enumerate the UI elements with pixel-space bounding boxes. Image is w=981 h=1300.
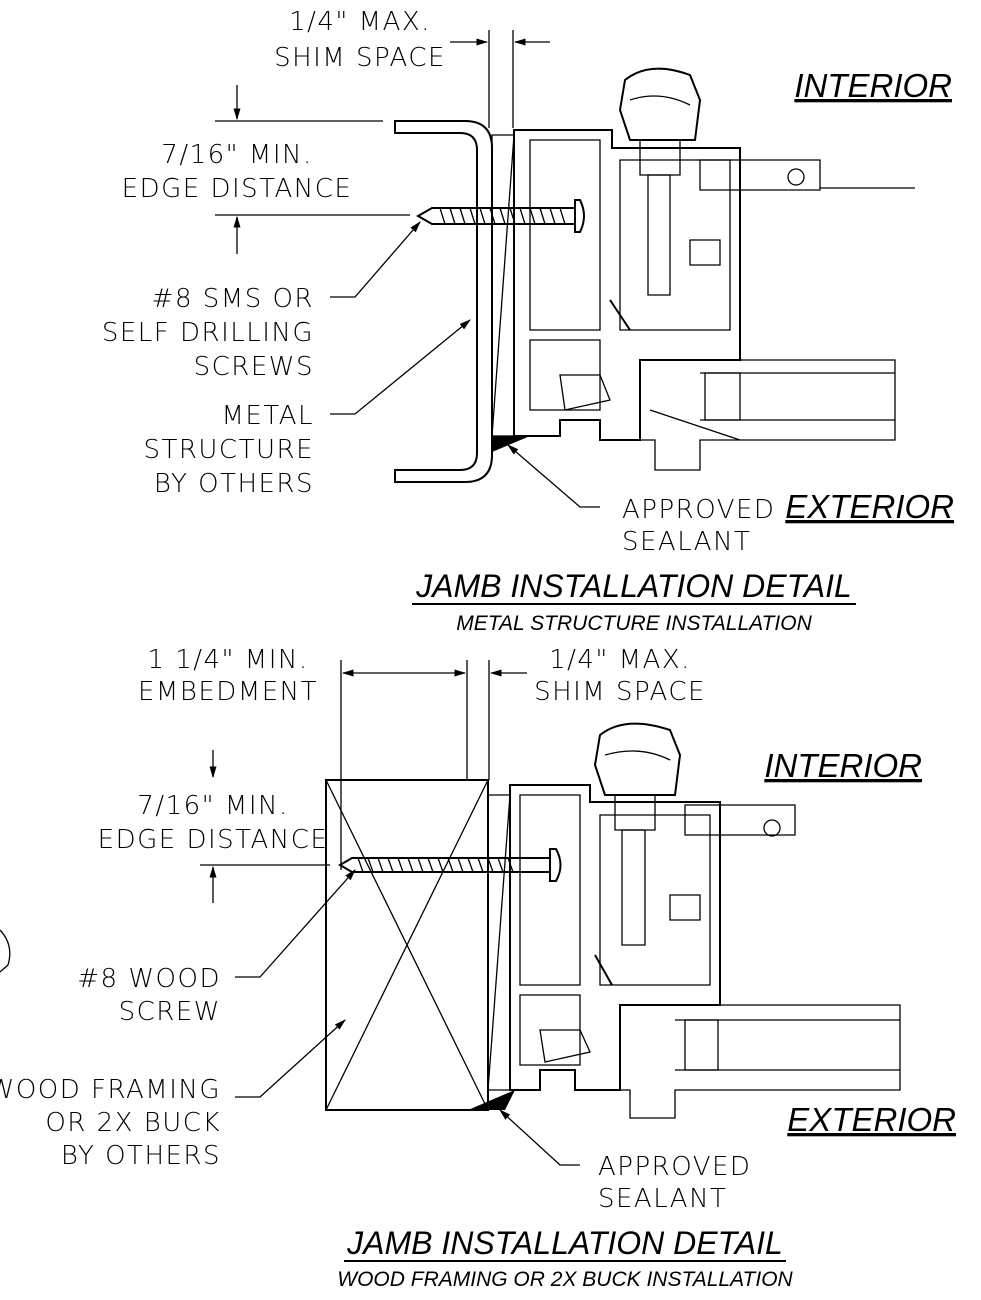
bottom-sealant-label-2: SEALANT (598, 1184, 727, 1214)
top-detail: 1/4" MAX. SHIM SPACE 7/16" MIN. EDGE DIS… (102, 7, 954, 635)
top-screw-label-1: #8 SMS OR (152, 284, 314, 314)
edge-fragment (0, 929, 11, 973)
top-window-frame (513, 67, 915, 471)
bottom-interior-label: INTERIOR (764, 747, 922, 784)
bottom-exterior-label: EXTERIOR (787, 1101, 956, 1138)
bottom-sealant-label-1: APPROVED (598, 1152, 751, 1182)
bottom-embed-label-2: EMBEDMENT (138, 677, 318, 707)
top-sealant-bead (492, 436, 530, 452)
bottom-screw-label-2: SCREW (119, 997, 221, 1027)
top-title: JAMB INSTALLATION DETAIL (415, 568, 852, 604)
top-edge-dimension: 7/16" MIN. EDGE DISTANCE (122, 85, 410, 254)
top-metal-channel (394, 120, 493, 483)
bottom-wood-label-1: WOOD FRAMING (0, 1075, 221, 1105)
bottom-edge-dimension: 7/16" MIN. EDGE DISTANCE (98, 750, 330, 903)
bottom-wood-label-2: OR 2X BUCK (45, 1108, 221, 1138)
bottom-subtitle: WOOD FRAMING OR 2X BUCK INSTALLATION (337, 1268, 793, 1291)
bottom-detail: 1 1/4" MIN. EMBEDMENT 1/4" MAX. SHIM SPA… (0, 645, 956, 1291)
top-edge-label-1: 7/16" MIN. (161, 140, 312, 170)
bottom-wood-block (325, 779, 489, 1111)
bottom-sealant-bead (468, 1090, 515, 1110)
top-sms-screw (415, 199, 585, 233)
top-exterior-label: EXTERIOR (785, 488, 954, 525)
top-shim-label-2: SHIM SPACE (274, 43, 446, 73)
top-screw-label-2: SELF DRILLING (102, 318, 314, 348)
bottom-window-frame (509, 722, 901, 1119)
top-shim-dimension: 1/4" MAX. SHIM SPACE (274, 7, 550, 128)
bottom-title: JAMB INSTALLATION DETAIL (346, 1225, 783, 1261)
bottom-screw-label-1: #8 WOOD (77, 964, 221, 994)
bottom-edge-label-2: EDGE DISTANCE (98, 825, 329, 855)
top-sealant-label-1: APPROVED (622, 495, 775, 525)
bottom-embed-label-1: 1 1/4" MIN. (147, 645, 308, 675)
top-sealant-label-2: SEALANT (622, 527, 751, 557)
bottom-wood-label-3: BY OTHERS (61, 1141, 221, 1171)
top-metal-label-1: METAL (222, 401, 315, 431)
top-screw-label-3: SCREWS (194, 352, 314, 382)
bottom-embed-dimension: 1 1/4" MIN. EMBEDMENT (138, 645, 468, 870)
bottom-shim-label-1: 1/4" MAX. (549, 645, 691, 675)
bottom-edge-label-1: 7/16" MIN. (137, 791, 288, 821)
top-shim-label-1: 1/4" MAX. (289, 7, 431, 37)
top-edge-label-2: EDGE DISTANCE (122, 174, 353, 204)
bottom-shim-dimension: 1/4" MAX. SHIM SPACE (488, 645, 706, 780)
top-subtitle: METAL STRUCTURE INSTALLATION (456, 612, 812, 635)
top-metal-label-2: STRUCTURE (143, 435, 314, 465)
bottom-shim-label-2: SHIM SPACE (534, 677, 706, 707)
top-leaders (330, 221, 600, 508)
top-metal-label-3: BY OTHERS (154, 469, 314, 499)
top-interior-label: INTERIOR (794, 67, 952, 104)
bottom-leaders (235, 869, 580, 1166)
